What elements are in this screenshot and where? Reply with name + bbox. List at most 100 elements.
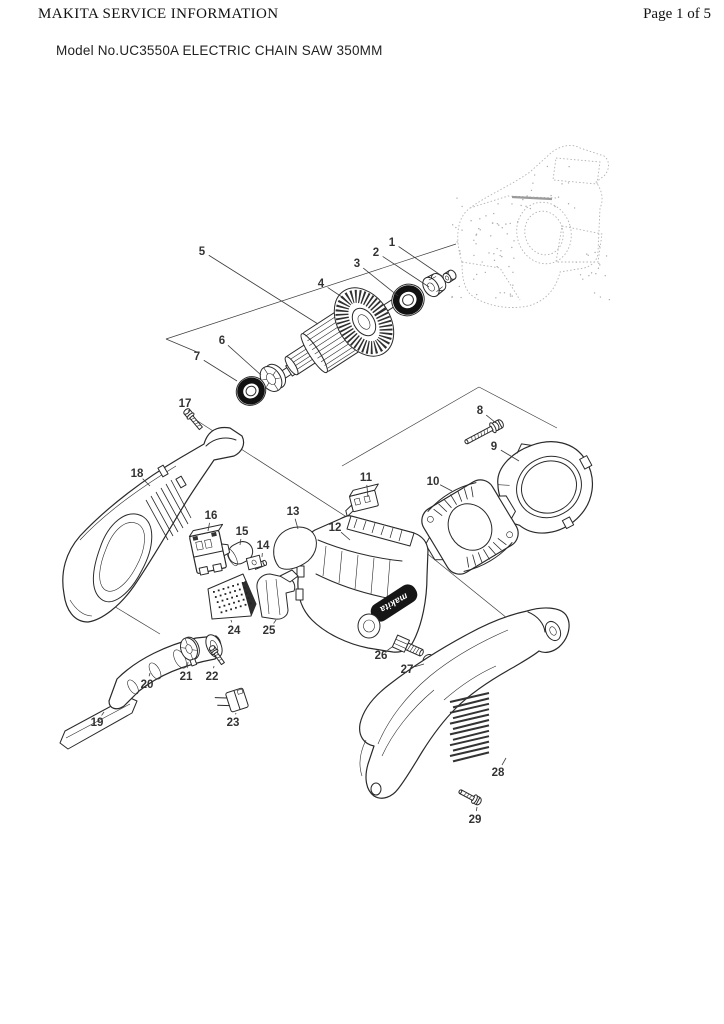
part-callout-23: 23 [227,717,240,729]
part-callout-14: 14 [257,540,270,552]
part-26-bolt-drawing [391,634,424,657]
ghost-speckle [587,254,589,256]
part-callout-25: 25 [263,625,276,637]
mesh-dot [230,608,232,611]
ghost-speckle [470,220,472,222]
leader-line-29 [475,806,478,812]
mesh-dot [217,589,220,592]
ghost-speckle [511,203,513,205]
ghost-speckle [493,212,495,215]
mesh-dot [213,591,215,593]
part-23-plug-drawing [214,687,249,713]
ghost-speckle [501,255,503,258]
model-title: Model No.UC3550A ELECTRIC CHAIN SAW 350M… [56,43,383,58]
part-24-mesh-drawing [207,573,257,620]
part-11-terminal-drawing [345,483,379,518]
leader-line-25 [273,619,277,624]
ghost-speckle [594,251,596,254]
ghost-speckle [522,198,524,201]
mesh-dot [245,592,248,594]
part-7-bearing-drawing [235,376,267,406]
leader-line-27 [414,663,425,668]
ghost-speckle [595,272,597,275]
ghost-speckle [608,298,611,301]
ghost-speckle [599,296,602,298]
ghost-speckle [473,254,475,257]
part-callout-13: 13 [287,506,300,518]
mesh-dot [221,599,224,602]
part-fan-drawing [333,287,401,357]
ghost-speckle [533,174,536,176]
ghost-speckle [513,240,515,242]
ghost-speckle [459,252,461,255]
ghost-speckle [451,295,453,298]
part-13-plate-drawing [273,526,317,570]
ghost-speckle [526,195,528,197]
mesh-dot [238,588,241,591]
mesh-dot [243,587,246,589]
mesh-dot [226,598,229,600]
ghost-speckle [451,224,454,226]
ghost-speckle [513,257,515,259]
ghost-speckle [593,292,596,294]
vent-slot [449,713,490,725]
mesh-dot [223,604,226,607]
mesh-dot [233,601,235,604]
ghost-speckle [499,254,501,257]
page-indicator: Page 1 of 5 [643,6,711,22]
vent-slot [449,746,490,757]
ghost-speckle [503,292,506,294]
leader-line-18 [142,478,151,487]
mesh-dot [247,597,250,600]
mesh-dot [214,596,217,598]
ghost-speckle [509,293,512,295]
mesh-dot [225,609,228,612]
ghost-speckle [598,262,600,265]
ghost-speckle [505,223,507,225]
mesh-dot [237,583,239,586]
ghost-speckle [461,205,463,208]
leader-line-28 [501,757,507,766]
leader-line-15 [239,538,242,546]
ghost-speckle [520,204,522,207]
leader-line-17 [187,410,190,413]
ghost-speckle [493,259,496,262]
part-29-screw-drawing [458,789,482,806]
leader-line-4 [327,287,343,298]
mesh-dot [228,603,231,606]
ghost-speckle [458,285,461,288]
leader-line-3 [362,267,399,297]
ghost-speckle [498,224,500,226]
part-10-field-drawing [421,479,519,575]
leader-line-12 [340,531,351,541]
part-callout-22: 22 [206,671,219,683]
ghost-speckle [508,265,510,268]
ghost-speckle [473,278,475,280]
part-2-retainer-drawing [422,272,447,298]
part-callout-2: 2 [373,247,379,259]
leader-line-19 [101,711,105,716]
gear-housing-ghost-sketch [451,145,611,308]
ghost-speckle [561,183,563,185]
vent-slot [452,751,490,763]
mesh-dot [232,585,234,587]
vent-slot [449,692,490,703]
ghost-speckle [557,196,560,198]
ghost-speckle [567,203,570,205]
mesh-dot [240,593,243,596]
ghost-speckle [582,278,584,280]
ghost-speckle [456,197,458,199]
leader-line-2 [382,256,430,288]
mesh-dot [241,582,244,584]
leader-line-20 [148,672,151,677]
part-callout-9: 9 [491,441,497,453]
ghost-speckle [478,227,480,230]
mesh-dot [231,596,233,599]
ghost-speckle [579,274,582,276]
ghost-speckle [473,239,475,241]
leader-line-9 [500,449,520,462]
part-9-baffle-drawing [497,441,593,534]
ghost-speckle [575,261,578,263]
vent-slot [449,702,490,714]
mesh-dot [222,588,225,590]
